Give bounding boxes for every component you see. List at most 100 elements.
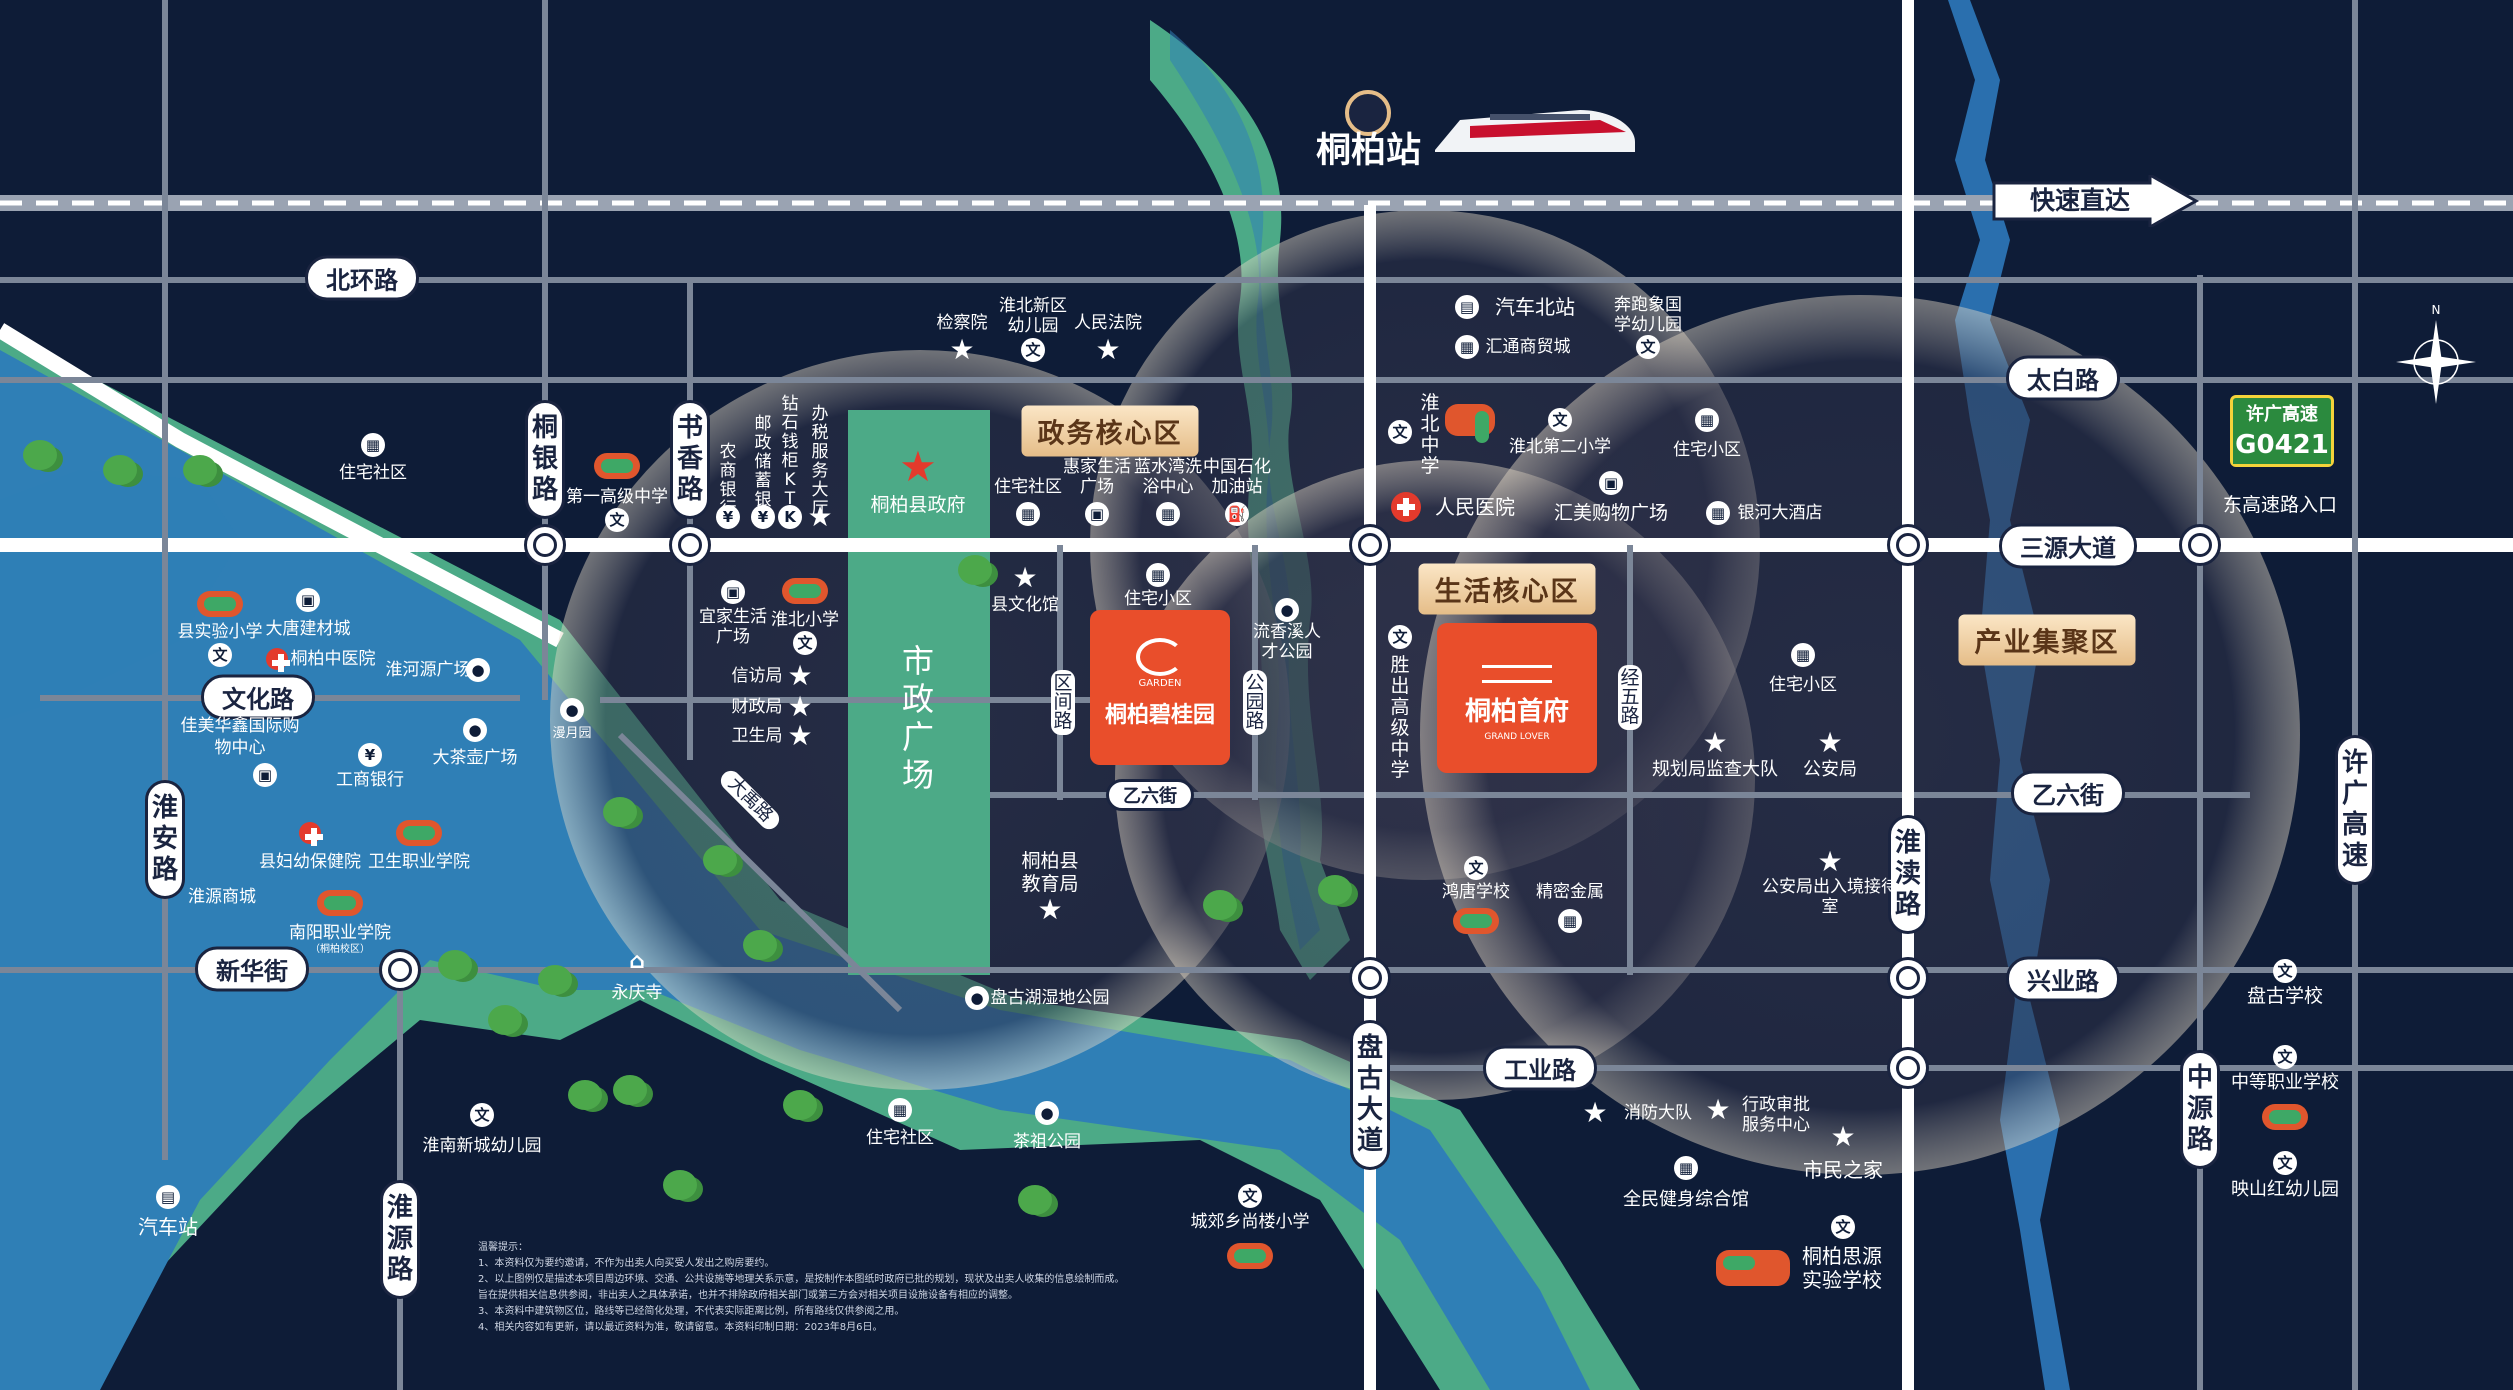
poi-huaiheyuan: 淮河源广场 [385, 660, 471, 680]
road-dayu [617, 732, 903, 1013]
poi-fuyou: 县妇幼保健院 [259, 852, 361, 872]
government-star-icon: ★ [1095, 333, 1121, 366]
notes-line: 1、本资料仅为要约邀请，不作为出卖人向买受人发出之购房要约。 [478, 1258, 775, 1269]
hospital-icon [1391, 492, 1421, 522]
poi-weisheng: 卫生局 [731, 726, 783, 746]
road-label-huaiyuan: 淮源路 [380, 1180, 420, 1299]
shop-icon: ▣ [296, 588, 320, 612]
notes-line: 旨在提供相关信息供参阅，非出卖人之具体承诺，也并不排除政府相关部门或第三方会对相… [478, 1290, 1018, 1301]
park-icon: ● [965, 986, 989, 1010]
poi-jingmi: 精密金属 [1536, 882, 1604, 902]
tree-icon [1018, 1185, 1052, 1215]
poi-zhuzhai-1: 住宅社区 [339, 463, 407, 483]
poi-huaibei-xiaoxue: 淮北小学 [771, 610, 839, 630]
poi-yingshan: 映山红幼儿园 [2231, 1179, 2339, 1200]
junction [1349, 524, 1391, 566]
notes-title: 温馨提示： [478, 1242, 528, 1253]
tree-icon [1203, 890, 1237, 920]
poi-liuxiangxi: 流香溪人才公园 [1253, 622, 1321, 662]
poi-chengjiao: 城郊乡尚楼小学 [1190, 1212, 1310, 1232]
poi-diyi-gaoji: 第一高级中学 [566, 487, 668, 507]
school-track-icon [396, 820, 442, 846]
road-label-gongyuan: 公园路 [1243, 670, 1267, 735]
express-label: 快速直达 [2029, 186, 2131, 215]
poi-jiaoyuju: 桐柏县教育局 [1021, 850, 1079, 895]
school-icon: 文 [1548, 408, 1572, 432]
shoufu-logo-icon [1482, 665, 1552, 683]
school-icon: 文 [2273, 959, 2297, 983]
notes-line: 4、相关内容如有更新，请以最近资料为准，敬请留意。本资料印制日期：2023年8月… [478, 1322, 883, 1333]
road-label-xuguang: 许广高速 [2335, 735, 2375, 885]
poi-yinhe: 银河大酒店 [1737, 503, 1823, 523]
poi-panguhu: 盘古湖湿地公园 [990, 988, 1110, 1008]
road-label-huaidu: 淮渎路 [1888, 815, 1928, 934]
poi-banshi-dating: 办税服务大厅 [811, 404, 829, 519]
school-huaibei-zhongxue: 淮北中学 [1420, 392, 1440, 477]
zone-industry: 产业集聚区 [1958, 614, 2136, 666]
school-track-icon [1716, 1250, 1790, 1286]
ktv-icon: K [778, 505, 802, 529]
junction [669, 524, 711, 566]
school-icon: 文 [2273, 1045, 2297, 1069]
river-white-edge [0, 323, 564, 648]
shoufu-name: 桐柏首府 [1464, 697, 1569, 727]
poi-shengchu: 胜出高级中学 [1390, 654, 1410, 781]
station-logo-icon [1345, 90, 1391, 136]
road-label-yiliu-a: 乙六街 [1106, 779, 1194, 811]
school-track-icon [782, 578, 828, 604]
hotel-icon: ▦ [1706, 501, 1730, 525]
poi-zhuzhai-2: 住宅社区 [994, 477, 1062, 497]
poi-zhuzhai-5: 住宅小区 [1673, 440, 1741, 460]
notes-line: 2、以上图例仅是描述本项目周边环境、交通、公共设施等地理关系示意，是按制作本图纸… [478, 1274, 1125, 1285]
poi-jiamei-huaxin: 佳美华鑫国际购物中心 [180, 716, 300, 758]
poi-renmin-fayuan: 人民法院 [1074, 313, 1142, 333]
government-star-icon: ★ [949, 333, 975, 366]
junction [1887, 1047, 1929, 1089]
junction [1349, 957, 1391, 999]
bus-icon: ▤ [156, 1185, 180, 1209]
hospital-icon [299, 822, 323, 846]
factory-icon: ▦ [1558, 909, 1582, 933]
poi-qichezhan: 汽车站 [138, 1215, 198, 1239]
road-label-jingwu: 经五路 [1618, 665, 1642, 730]
tree-icon [183, 455, 217, 485]
biguiyuan-name: 桐柏碧桂园 [1104, 703, 1215, 728]
residential-icon: ▦ [1156, 502, 1180, 526]
government-star-icon: ★ [1830, 1120, 1856, 1153]
poi-crj: 公安局出入境接待室 [1762, 877, 1898, 917]
residential-icon: ▦ [361, 433, 385, 457]
poi-xiaofang: 消防大队 [1624, 1103, 1692, 1123]
tree-icon [1318, 875, 1352, 905]
school-track-icon [317, 890, 363, 916]
government-star-icon: ★ [1582, 1096, 1608, 1129]
residential-icon: ▦ [1455, 335, 1479, 359]
poi-huaibei-youer: 淮北新区幼儿园 [999, 296, 1067, 336]
bank-icon: ¥ [716, 505, 740, 529]
residential-icon: ▦ [888, 1098, 912, 1122]
poi-datang-jiancai: 大唐建材城 [265, 619, 351, 639]
junction [1887, 957, 1929, 999]
zone-life: 生活核心区 [1418, 563, 1596, 615]
road-label-taibai: 太白路 [2006, 355, 2120, 401]
road-label-qujian: 区间路 [1051, 670, 1075, 735]
government-star-icon: ★ [787, 719, 813, 752]
poi-huitong: 汇通商贸城 [1485, 337, 1571, 357]
highway-code: G0421 [2233, 428, 2331, 464]
poi-xinfang: 信访局 [731, 666, 783, 686]
notes-line: 3、本资料中建筑物区位，路线等已经简化处理，不代表实际距离比例，所有路线仅供参阅… [478, 1306, 905, 1317]
school-track-icon [1227, 1243, 1273, 1269]
gym-icon: ▦ [1674, 1156, 1698, 1180]
poi-tongbai-zhongyi: 桐柏中医院 [290, 649, 376, 669]
school-icon: 文 [470, 1103, 494, 1127]
tree-icon [958, 555, 992, 585]
poi-nongshang: 农商银行 [719, 442, 737, 519]
river-left [0, 350, 1590, 1390]
highway-shield: 许广高速 G0421 [2230, 395, 2334, 467]
government-star-icon: ★ [1037, 893, 1063, 926]
tree-icon [23, 440, 57, 470]
road-label-huaian: 淮安路 [145, 780, 185, 899]
road-label-xinhua: 新华街 [195, 946, 309, 992]
tree-icon [603, 797, 637, 827]
river-branch [0, 470, 240, 720]
